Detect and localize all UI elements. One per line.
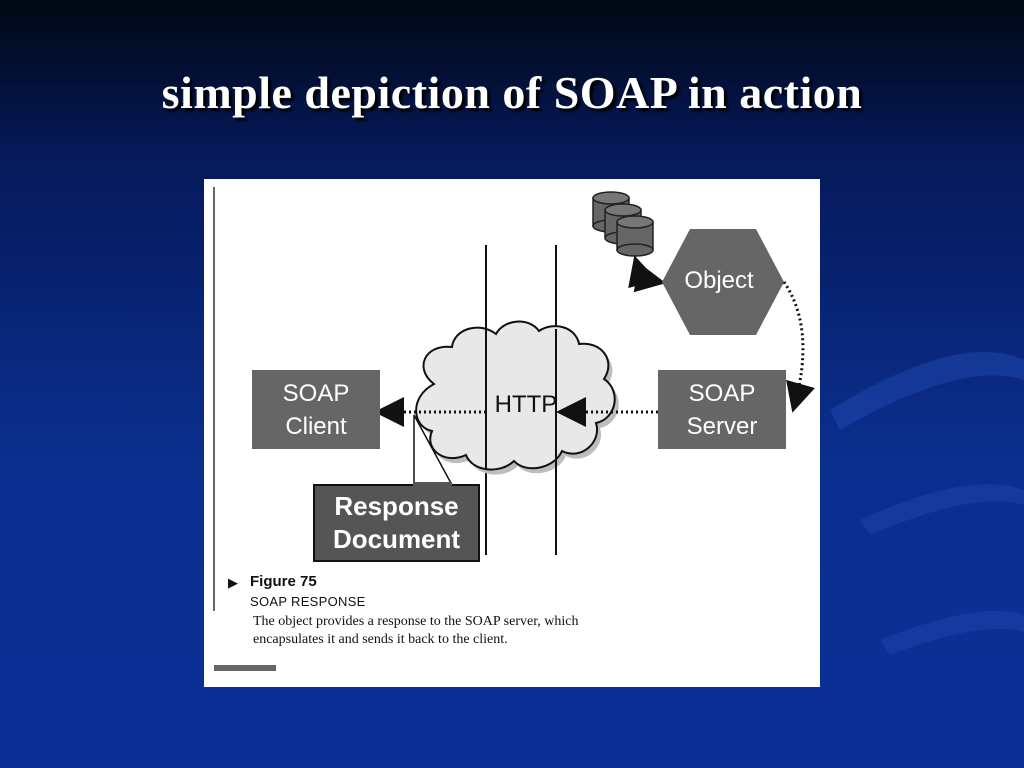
slide-title: simple depiction of SOAP in action (161, 67, 863, 118)
triangle-right-icon: ▶ (228, 575, 238, 590)
figure-caption: The object provides a response to the SO… (253, 614, 579, 647)
soap-server-box (658, 370, 786, 449)
database-stack-icon (592, 191, 654, 257)
object-hexagon (662, 229, 784, 335)
figure-number: Figure 75 (250, 573, 317, 590)
figure-subtitle: SOAP RESPONSE (250, 594, 366, 609)
object-label: Object (684, 267, 754, 294)
bottom-bar (214, 665, 276, 671)
soap-server-label: SOAP Server (686, 380, 758, 440)
soap-figure: SOAP Client SOAP Server Object HTTP Resp… (204, 179, 820, 687)
soap-client-box (252, 370, 380, 449)
soap-client-label: SOAP Client (282, 380, 350, 440)
http-cloud (415, 320, 619, 475)
response-document-label: Response Document (332, 491, 461, 554)
response-document-box (313, 484, 480, 562)
http-label: HTTP (494, 391, 558, 418)
soap-diagram (213, 187, 815, 671)
object-server-arrow (782, 281, 815, 413)
